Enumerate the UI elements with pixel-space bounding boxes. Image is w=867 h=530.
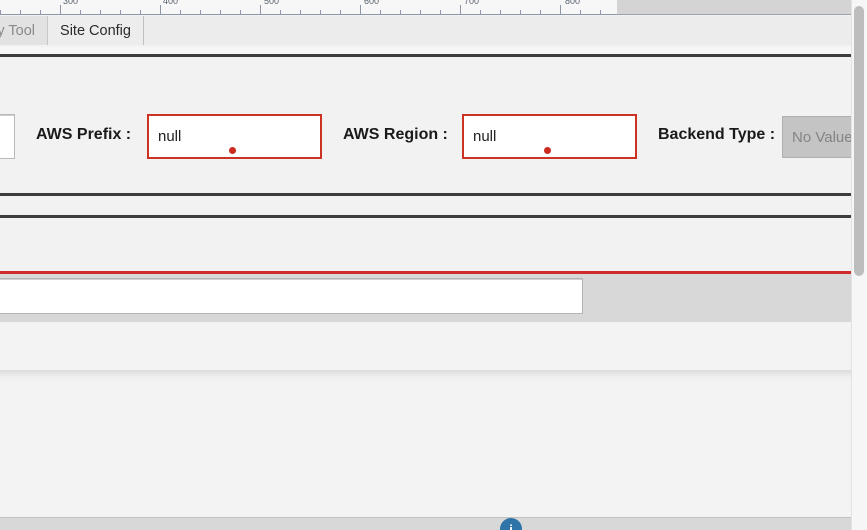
ruler-minor-tick	[520, 10, 521, 14]
leading-field-input[interactable]	[0, 114, 15, 159]
search-input[interactable]	[0, 278, 583, 314]
ruler-minor-tick	[300, 10, 301, 14]
ruler-label: 300	[63, 0, 79, 6]
ruler-minor-tick	[80, 10, 81, 14]
ruler-minor-tick	[180, 10, 181, 14]
ruler-minor-tick	[140, 10, 141, 14]
config-form-row: AWS Prefix : null AWS Region : null Back…	[0, 58, 867, 195]
ruler-minor-tick	[380, 10, 381, 14]
backend-type-value: No Value	[792, 128, 853, 146]
aws-region-value: null	[473, 128, 497, 145]
ruler-major-tick	[60, 5, 61, 14]
ruler-minor-tick	[580, 10, 581, 14]
ruler-minor-tick	[600, 10, 601, 14]
tab-bar-empty-area	[144, 16, 867, 45]
horizontal-ruler: 300 400 500 600 700 800	[0, 0, 867, 15]
ruler-minor-tick	[540, 10, 541, 14]
lower-spacer	[0, 322, 867, 370]
tab-site-config-label: Site Config	[60, 22, 131, 39]
toolbar-strip	[0, 196, 867, 215]
ruler-label: 600	[364, 0, 380, 6]
ruler-label: 800	[565, 0, 581, 6]
ruler-minor-tick	[400, 10, 401, 14]
panel-shadow-band	[0, 370, 867, 382]
aws-region-required-dot-icon	[544, 147, 551, 154]
divider-mid-upper	[0, 193, 867, 196]
backend-type-select[interactable]: No Value	[782, 116, 864, 158]
ruler-minor-tick	[100, 10, 101, 14]
aws-prefix-required-dot-icon	[229, 147, 236, 154]
aws-prefix-value: null	[158, 128, 182, 145]
ruler-minor-tick	[420, 10, 421, 14]
tab-y-tool-label: y Tool	[0, 22, 35, 39]
aws-prefix-label: AWS Prefix :	[36, 126, 132, 143]
divider-mid-lower	[0, 215, 867, 218]
ruler-major-tick	[560, 5, 561, 14]
backend-type-label: Backend Type :	[658, 126, 776, 143]
tab-site-config[interactable]: Site Config	[48, 16, 144, 45]
vertical-scrollbar-track[interactable]	[851, 0, 867, 530]
vertical-scrollbar-thumb[interactable]	[854, 6, 864, 276]
main-empty-canvas	[0, 382, 867, 517]
ruler-label: 700	[464, 0, 480, 6]
ruler-inactive-region	[617, 0, 867, 15]
content-blank-strip	[0, 218, 867, 271]
footer-bar	[0, 517, 867, 530]
ruler-major-tick	[160, 5, 161, 14]
divider-top	[0, 54, 867, 57]
ruler-active-region	[0, 0, 617, 15]
tab-bar: y Tool Site Config	[0, 16, 867, 45]
divider-red	[0, 271, 867, 274]
content-top-spacer	[0, 47, 867, 55]
ruler-minor-tick	[440, 10, 441, 14]
ruler-minor-tick	[0, 10, 1, 14]
ruler-major-tick	[460, 5, 461, 14]
ruler-minor-tick	[120, 10, 121, 14]
ruler-label: 500	[264, 0, 280, 6]
ruler-minor-tick	[480, 10, 481, 14]
info-icon-glyph: i	[509, 521, 513, 530]
ruler-label: 400	[163, 0, 179, 6]
ruler-minor-tick	[40, 10, 41, 14]
ruler-major-tick	[260, 5, 261, 14]
ruler-minor-tick	[240, 10, 241, 14]
ruler-minor-tick	[220, 10, 221, 14]
ruler-minor-tick	[200, 10, 201, 14]
ruler-minor-tick	[500, 10, 501, 14]
tab-y-tool[interactable]: y Tool	[0, 16, 48, 45]
ruler-minor-tick	[280, 10, 281, 14]
search-panel	[0, 274, 867, 322]
ruler-minor-tick	[340, 10, 341, 14]
info-circle-icon[interactable]: i	[500, 518, 522, 530]
aws-region-label: AWS Region :	[343, 126, 448, 143]
ruler-minor-tick	[320, 10, 321, 14]
ruler-major-tick	[360, 5, 361, 14]
ruler-minor-tick	[20, 10, 21, 14]
